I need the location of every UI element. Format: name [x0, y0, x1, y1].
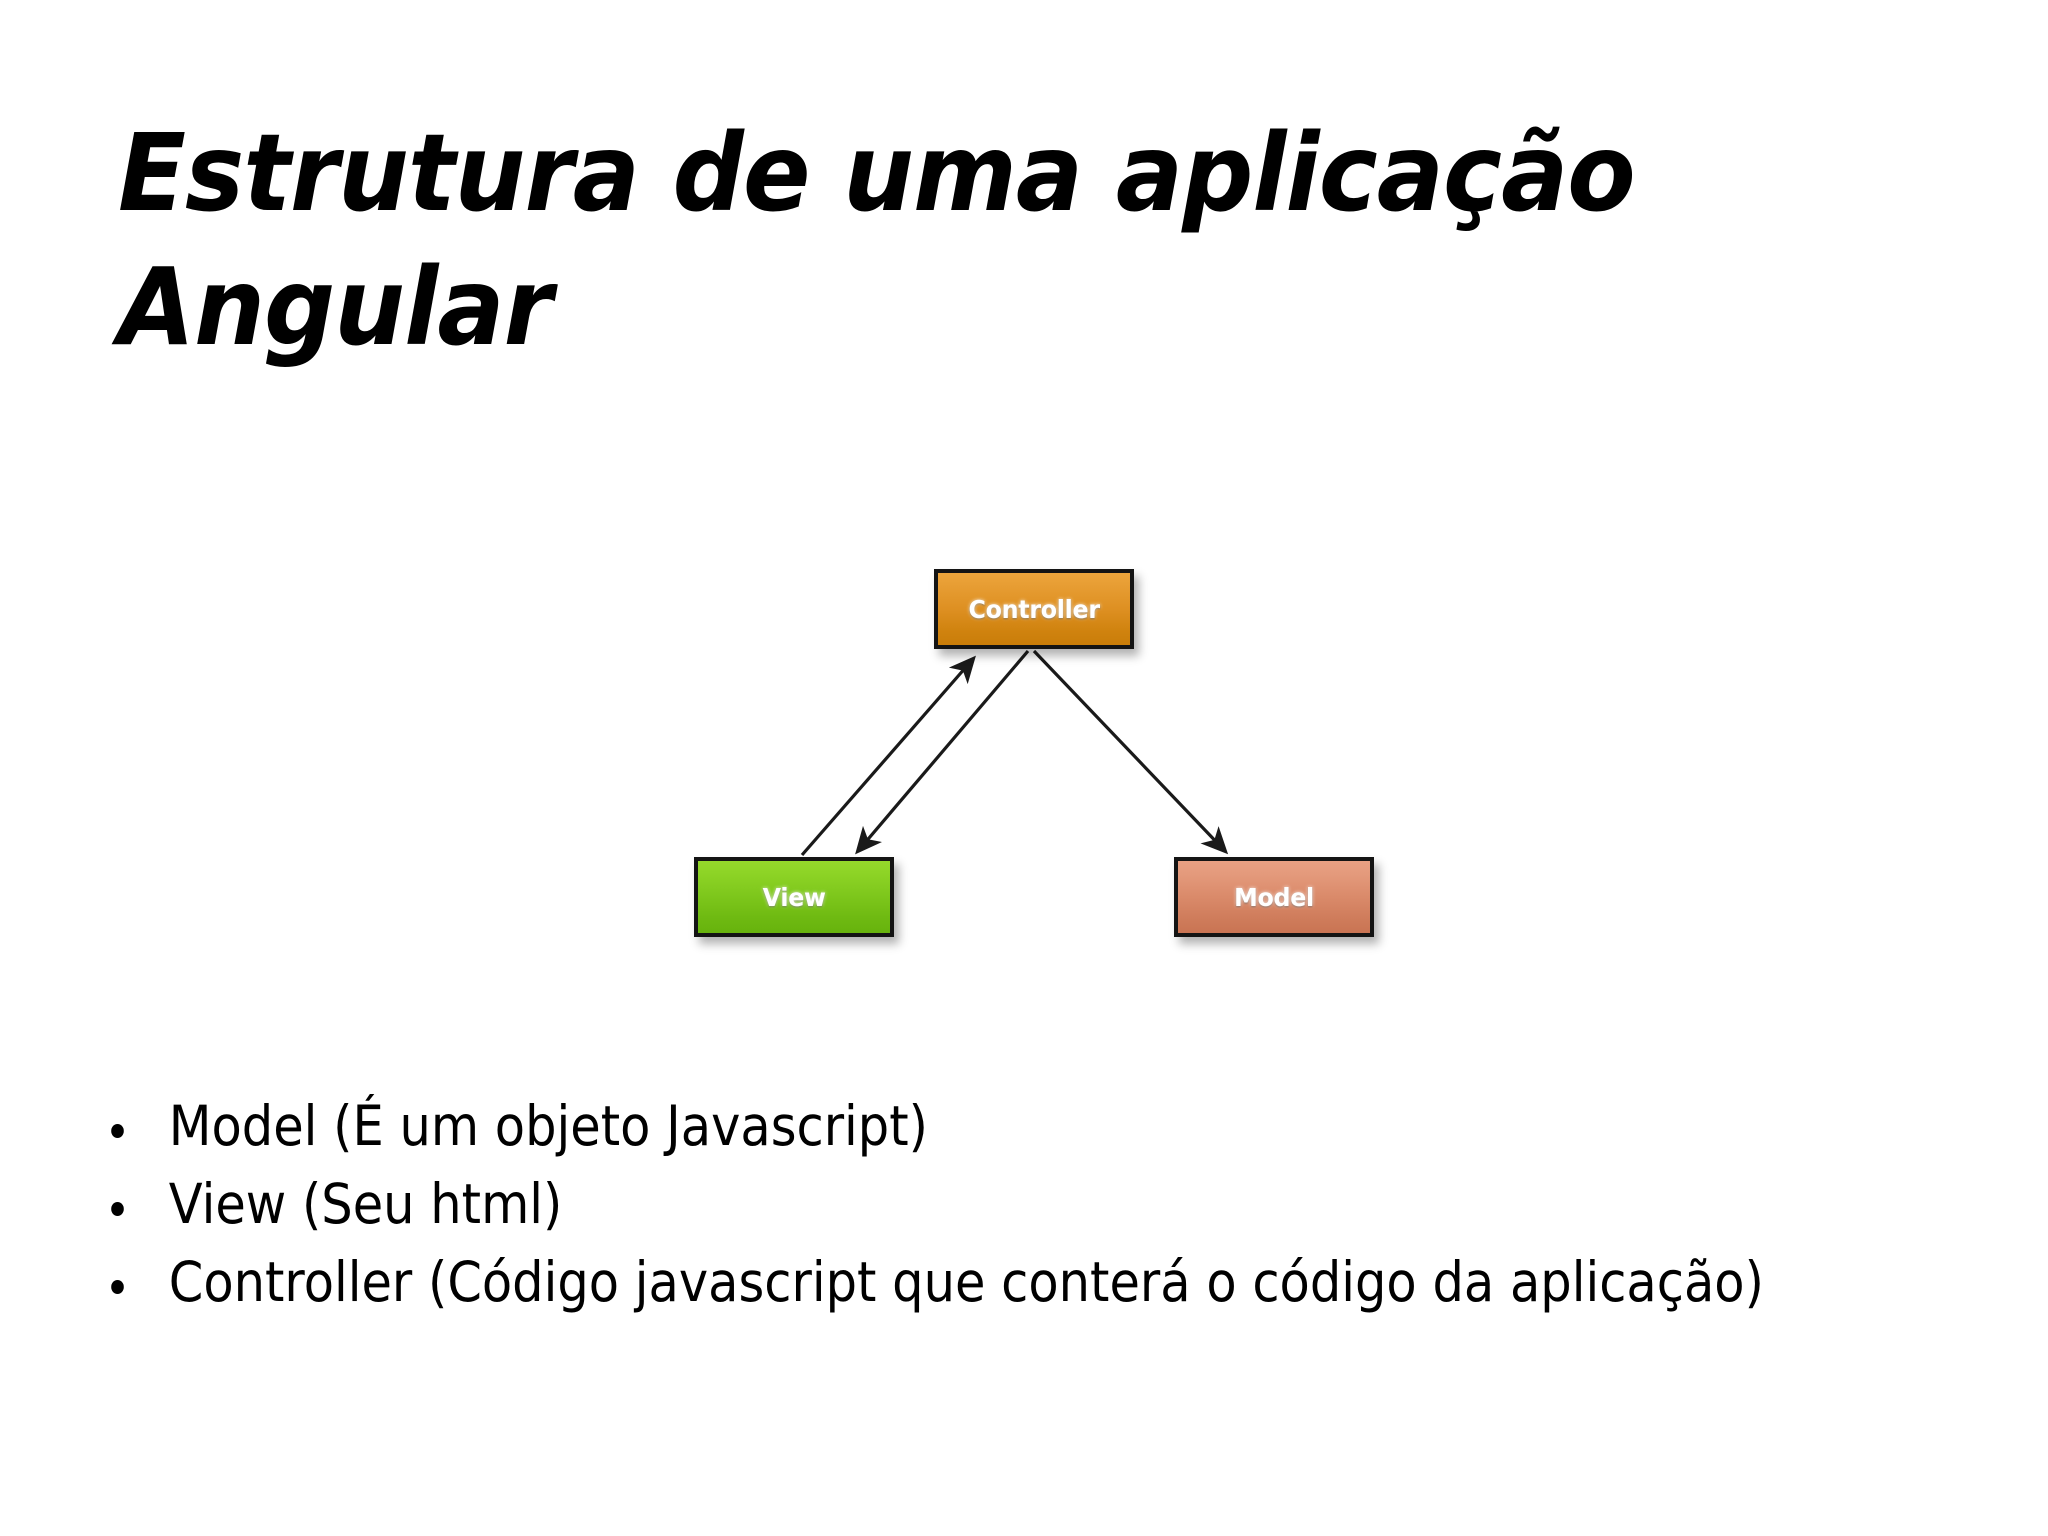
node-label-model: Model — [1234, 882, 1314, 912]
list-item: Controller (Código javascript que conter… — [95, 1249, 1805, 1315]
bullet-dot-icon — [111, 1279, 124, 1294]
mvc-diagram: Controller View Model — [680, 555, 1440, 975]
title-line-1: Estrutura de uma aplicação — [118, 112, 1636, 236]
list-item: Model (É um objeto Javascript) — [95, 1094, 1805, 1159]
edge-controller-to-model — [1032, 649, 1229, 855]
edge-controller-to-view — [855, 649, 1030, 855]
list-item-label: Model (É um objeto Javascript) — [168, 1094, 928, 1158]
node-label-controller: Controller — [968, 594, 1100, 624]
diagram-node-view[interactable]: View — [694, 857, 894, 937]
list-item: View (Seu html) — [95, 1171, 1805, 1237]
bullet-dot-icon — [111, 1201, 124, 1216]
page-title: Estrutura de uma aplicação Angular — [118, 108, 1948, 376]
title-line-2: Angular — [118, 245, 553, 370]
bullet-list: Model (É um objeto Javascript) View (Seu… — [95, 1094, 1995, 1328]
edge-view-to-controller — [800, 655, 976, 857]
list-item-label: Controller (Código javascript que conter… — [168, 1249, 1764, 1314]
diagram-node-model[interactable]: Model — [1174, 857, 1374, 937]
bullet-dot-icon — [111, 1124, 124, 1138]
diagram-connectors — [800, 649, 1229, 857]
node-label-view: View — [762, 882, 826, 912]
list-item-label: View (Seu html) — [168, 1171, 563, 1236]
diagram-node-controller[interactable]: Controller — [934, 569, 1134, 649]
